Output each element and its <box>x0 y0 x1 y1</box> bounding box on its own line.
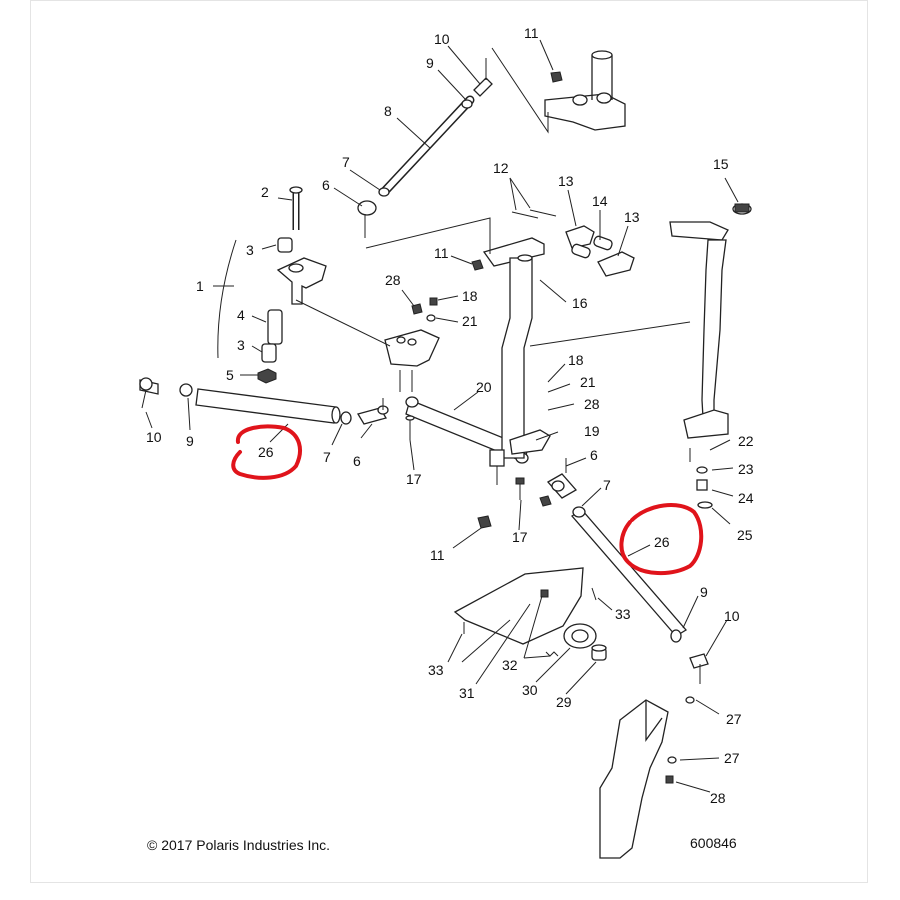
callout-30: 30 <box>522 682 538 698</box>
copyright-text: © 2017 Polaris Industries Inc. <box>147 837 330 853</box>
callout-25: 25 <box>737 527 753 543</box>
callout-4: 4 <box>237 307 245 323</box>
callout-11b: 11 <box>434 245 449 261</box>
idler-bracket-part <box>257 186 327 384</box>
callout-17b: 17 <box>512 529 528 545</box>
callout-9b: 9 <box>186 433 194 449</box>
callout-3b: 3 <box>237 337 245 353</box>
callout-7b: 7 <box>323 449 331 465</box>
callout-7c: 7 <box>603 477 611 493</box>
lower-frame-part <box>599 696 695 859</box>
callout-23: 23 <box>738 461 754 477</box>
callout-19: 19 <box>584 423 600 439</box>
leader-lines <box>145 39 739 793</box>
callout-20: 20 <box>476 379 492 395</box>
callout-26a: 26 <box>258 444 274 460</box>
callout-10b: 10 <box>146 429 162 445</box>
callout-28b: 28 <box>584 396 600 412</box>
diagram-frame <box>30 0 868 883</box>
callout-22: 22 <box>738 433 754 449</box>
callout-11a: 11 <box>524 25 539 41</box>
reference-lines <box>217 47 691 359</box>
callout-13b: 13 <box>624 209 640 225</box>
callout-5: 5 <box>226 367 234 383</box>
callout-29: 29 <box>556 694 572 710</box>
figure-number: 600846 <box>690 835 737 851</box>
callout-6c: 6 <box>590 447 598 463</box>
right-spindle-part <box>669 203 752 509</box>
callout-8: 8 <box>384 103 392 119</box>
upper-tie-rod-part <box>357 58 493 238</box>
left-highlight-circle <box>231 424 302 480</box>
callout-10a: 10 <box>434 31 450 47</box>
callout-7a: 7 <box>342 154 350 170</box>
callout-6b: 6 <box>353 453 361 469</box>
callout-18b: 18 <box>568 352 584 368</box>
callout-18a: 18 <box>462 288 478 304</box>
callout-32: 32 <box>502 657 518 673</box>
idler-mount-plate-part <box>384 297 440 392</box>
callout-33a: 33 <box>615 606 631 622</box>
right-tie-rod-part <box>539 458 709 684</box>
callout-31: 31 <box>459 685 475 701</box>
callout-21a: 21 <box>462 313 478 329</box>
callout-16: 16 <box>572 295 588 311</box>
callout-26b: 26 <box>654 534 670 550</box>
pivot-bushings-part <box>471 209 635 277</box>
lower-bracket-part <box>453 567 607 661</box>
callout-28c: 28 <box>710 790 726 806</box>
left-tie-rod-part <box>139 377 389 425</box>
callout-6a: 6 <box>322 177 330 193</box>
callout-3a: 3 <box>246 242 254 258</box>
callout-27a: 27 <box>726 711 742 727</box>
callout-10c: 10 <box>724 608 740 624</box>
callout-14: 14 <box>592 193 608 209</box>
right-highlight-circle <box>619 503 704 576</box>
callout-9c: 9 <box>700 584 708 600</box>
callout-13a: 13 <box>558 173 574 189</box>
callout-1: 1 <box>196 278 204 294</box>
callout-27b: 27 <box>724 750 740 766</box>
callout-15: 15 <box>713 156 729 172</box>
callout-28a: 28 <box>385 272 401 288</box>
callout-17a: 17 <box>406 471 422 487</box>
callout-24: 24 <box>738 490 754 506</box>
callout-11c: 11 <box>430 547 445 563</box>
callout-labels: 10 11 9 8 7 6 2 3 1 4 3 5 10 9 26 7 6 17… <box>146 25 754 806</box>
callout-21b: 21 <box>580 374 596 390</box>
callout-33b: 33 <box>428 662 444 678</box>
steering-column-part <box>482 237 551 485</box>
callout-12: 12 <box>493 160 509 176</box>
callout-9a: 9 <box>426 55 434 71</box>
callout-2: 2 <box>261 184 269 200</box>
upper-bracket-part <box>544 50 626 131</box>
